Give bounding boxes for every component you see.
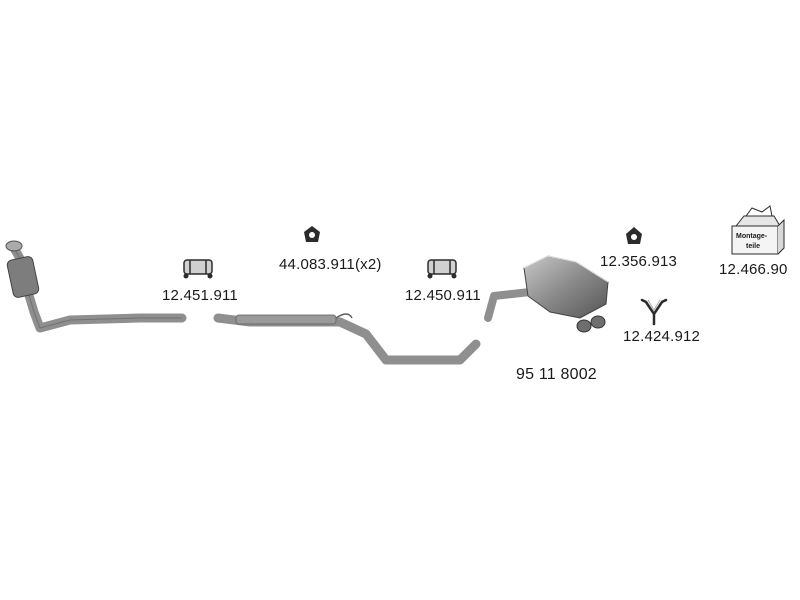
rear-silencer-tailpipe-right bbox=[590, 315, 606, 329]
part-number-rear-silencer: 95 11 8002 bbox=[516, 366, 597, 383]
clamp-icon-front bbox=[183, 259, 213, 279]
part-number-rubber-mount: 12.356.913 bbox=[600, 253, 678, 270]
mounting-kit-box-text-line2: teile bbox=[746, 243, 760, 250]
part-number-front-clamp: 12.451.911 bbox=[162, 287, 238, 304]
part-number-rubber-mount-pair: 44.083.911(x2) bbox=[279, 256, 382, 273]
mounting-kit-box-icon: Montage- teile bbox=[731, 205, 785, 255]
clamp-icon-rear bbox=[427, 259, 457, 279]
middle-pipe bbox=[213, 313, 481, 365]
catalytic-converter-body bbox=[6, 256, 40, 298]
part-number-bracket: 12.424.912 bbox=[623, 328, 701, 345]
part-number-mounting-kit: 12.466.90 bbox=[719, 261, 788, 278]
front-pipe-with-catalytic-converter bbox=[5, 240, 187, 333]
rear-silencer-tailpipe-left bbox=[576, 319, 592, 333]
part-number-rear-clamp: 12.450.911 bbox=[405, 287, 481, 304]
bracket-icon bbox=[640, 298, 668, 326]
front-pipe-flange bbox=[5, 240, 23, 252]
rear-silencer bbox=[484, 255, 609, 333]
rubber-mount-icon-pair bbox=[304, 226, 320, 242]
mounting-kit-box-text-line1: Montage- bbox=[736, 233, 768, 240]
middle-pipe-resonator bbox=[235, 314, 337, 325]
rubber-mount-icon bbox=[626, 227, 642, 244]
